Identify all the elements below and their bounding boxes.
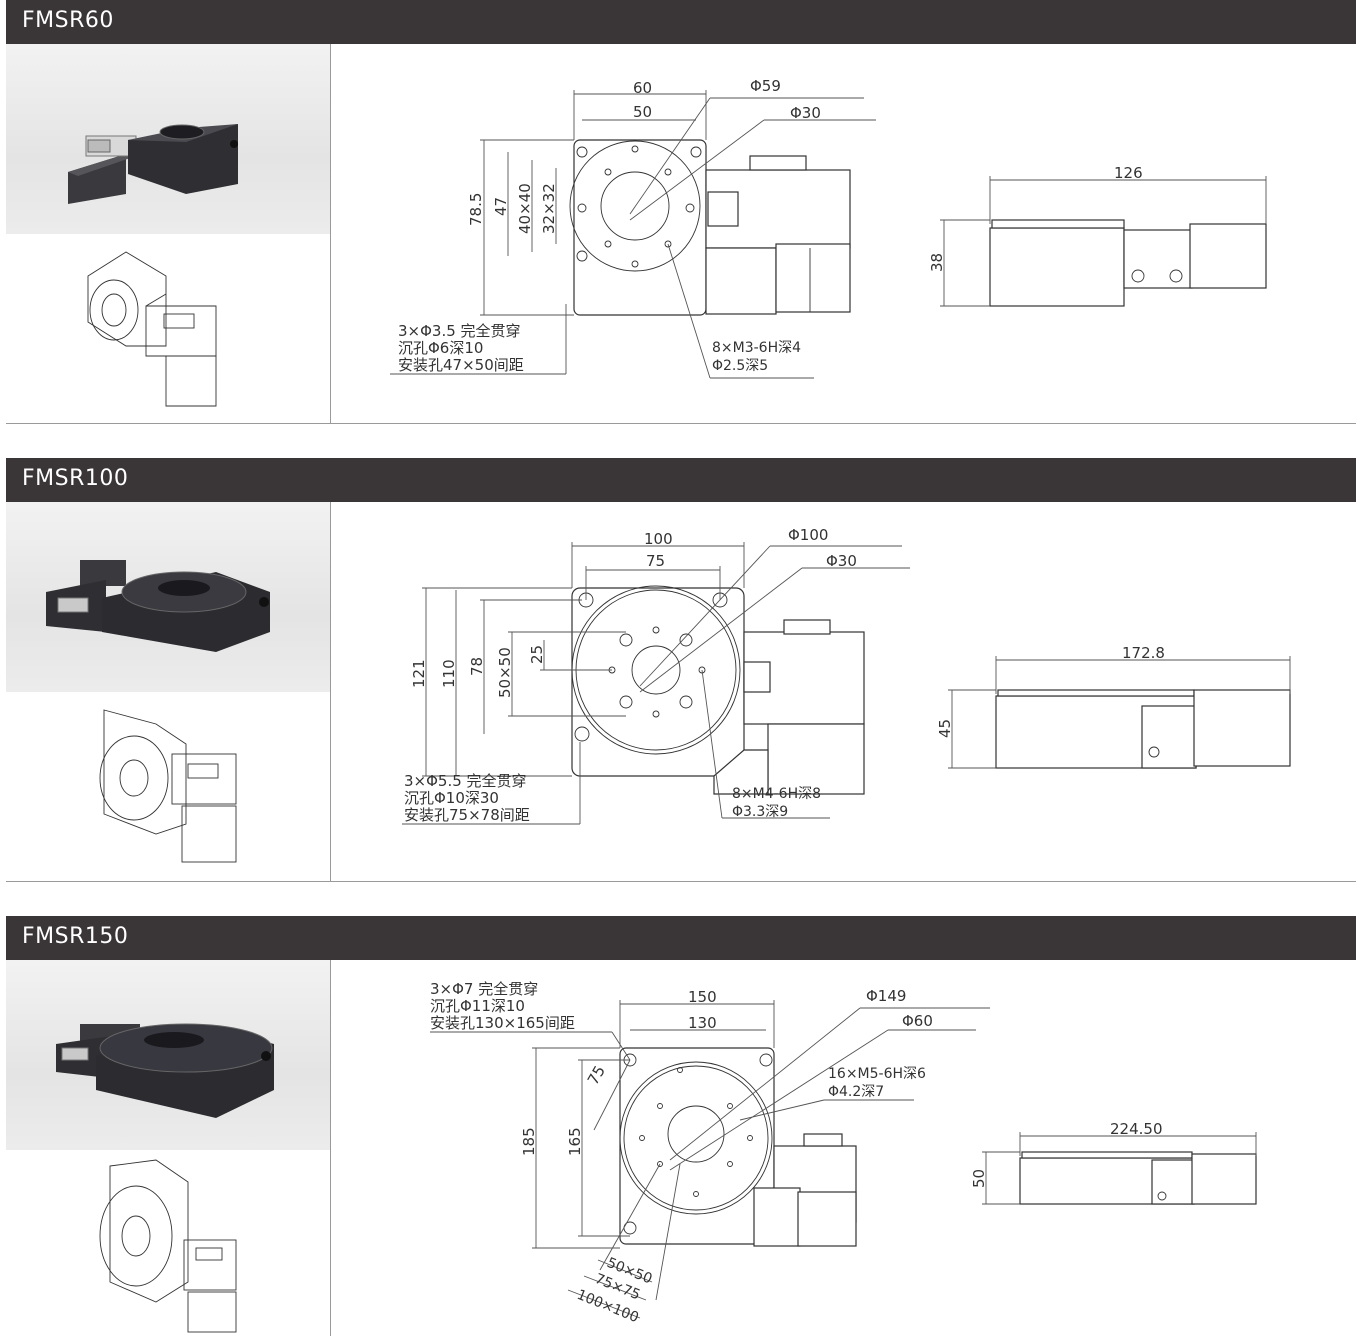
isometric-sketch — [87, 251, 217, 407]
model-title: FMSR100 — [22, 466, 129, 491]
dim-diag: 75 — [584, 1062, 609, 1088]
note-left-3: 安装孔130×165间距 — [430, 1014, 575, 1032]
dim-h2: 110 — [440, 659, 458, 688]
side-height: 50 — [970, 1169, 988, 1188]
dim-big-dia: Φ100 — [788, 526, 828, 544]
product-render — [68, 124, 238, 204]
dimension-drawing: 100 75 Φ100 Φ30 121 110 78 50×50 25 3×Φ5… — [402, 526, 1291, 825]
side-height: 45 — [936, 719, 954, 738]
dim-h1: 121 — [410, 659, 428, 688]
note-left-1: 3×Φ5.5 完全贯穿 — [404, 772, 527, 790]
dim-h2: 47 — [492, 197, 510, 216]
table-plate — [571, 587, 745, 777]
dim-big-dia: Φ59 — [750, 77, 781, 95]
section-header: FMSR150 — [6, 916, 1356, 960]
dim-width: 150 — [688, 988, 717, 1006]
vertical-divider — [330, 44, 331, 424]
note-left-2: 沉孔Φ11深10 — [430, 997, 525, 1015]
product-photo — [6, 960, 330, 1150]
table-plate — [619, 1047, 775, 1245]
section-header: FMSR60 — [6, 0, 1356, 44]
dim-h2: 165 — [566, 1127, 584, 1156]
section-fmsr60: FMSR60 — [6, 0, 1356, 424]
center-bore — [631, 645, 681, 695]
model-title: FMSR150 — [22, 924, 129, 949]
note-right-2: Φ2.5深5 — [712, 358, 768, 374]
vertical-divider — [330, 960, 331, 1336]
section-fmsr100: FMSR100 — [6, 458, 1356, 882]
section-fmsr150: FMSR150 — [6, 916, 1356, 1336]
isometric-drawing — [6, 236, 330, 422]
isometric-drawing — [6, 694, 330, 880]
isometric-sketch — [99, 1159, 237, 1333]
dim-small-dia: Φ30 — [826, 552, 857, 570]
section-header: FMSR100 — [6, 458, 1356, 502]
dim-small-dia: Φ30 — [790, 104, 821, 122]
side-body — [989, 227, 1125, 307]
note-left-3: 安装孔47×50间距 — [398, 356, 524, 374]
dim-small-dia: Φ60 — [902, 1012, 933, 1030]
dim-hole-pitch: 130 — [688, 1014, 717, 1032]
dim-hole-pitch: 75 — [646, 552, 665, 570]
isometric-sketch — [99, 709, 237, 863]
product-render — [46, 560, 270, 652]
side-height: 38 — [928, 253, 946, 272]
rotary-disc — [569, 140, 701, 272]
dim-h1: 78.5 — [467, 193, 485, 226]
rotary-disc — [619, 1061, 773, 1215]
vertical-divider — [330, 502, 331, 882]
dim-big-dia: Φ149 — [866, 987, 906, 1005]
note-right-1: 8×M3-6H深4 — [712, 340, 801, 356]
isometric-drawing — [6, 1152, 330, 1336]
dim-h3: 78 — [468, 657, 486, 676]
section-divider — [6, 881, 1356, 882]
dim-width: 60 — [633, 79, 652, 97]
dimension-drawing: 150 130 Φ149 Φ60 16×M5-6H深6 Φ4.2深7 3×Φ7 … — [430, 980, 1257, 1326]
note-left-2: 沉孔Φ6深10 — [398, 339, 483, 357]
center-bore — [600, 171, 670, 241]
note-left-1: 3×Φ3.5 完全贯穿 — [398, 322, 521, 340]
note-right-2: Φ4.2深7 — [828, 1084, 884, 1100]
side-length: 224.50 — [1110, 1120, 1163, 1138]
dim-h4: 32×32 — [540, 183, 558, 234]
product-photo — [6, 502, 330, 692]
section-divider — [6, 423, 1356, 424]
product-photo — [6, 44, 330, 234]
side-length: 126 — [1114, 164, 1143, 182]
dim-h3: 40×40 — [516, 183, 534, 234]
note-right-1: 16×M5-6H深6 — [828, 1066, 926, 1082]
note-right-1: 8×M4-6H深8 — [732, 786, 821, 802]
note-left-2: 沉孔Φ10深30 — [404, 789, 499, 807]
product-render — [56, 1023, 274, 1118]
note-left-1: 3×Φ7 完全贯穿 — [430, 980, 538, 998]
note-right-2: Φ3.3深9 — [732, 804, 788, 820]
center-bore — [667, 1105, 725, 1163]
side-length: 172.8 — [1122, 644, 1165, 662]
dim-h4: 50×50 — [496, 647, 514, 698]
dim-h5: 25 — [528, 645, 546, 664]
dim-h1: 185 — [520, 1127, 538, 1156]
dim-width: 100 — [644, 530, 673, 548]
model-title: FMSR60 — [22, 8, 114, 33]
dim-hole-pitch: 50 — [633, 103, 652, 121]
dimension-drawing: 60 50 Φ59 Φ30 78.5 47 40×40 32×32 3×Φ3.5… — [390, 77, 1267, 379]
note-left-3: 安装孔75×78间距 — [404, 806, 530, 824]
